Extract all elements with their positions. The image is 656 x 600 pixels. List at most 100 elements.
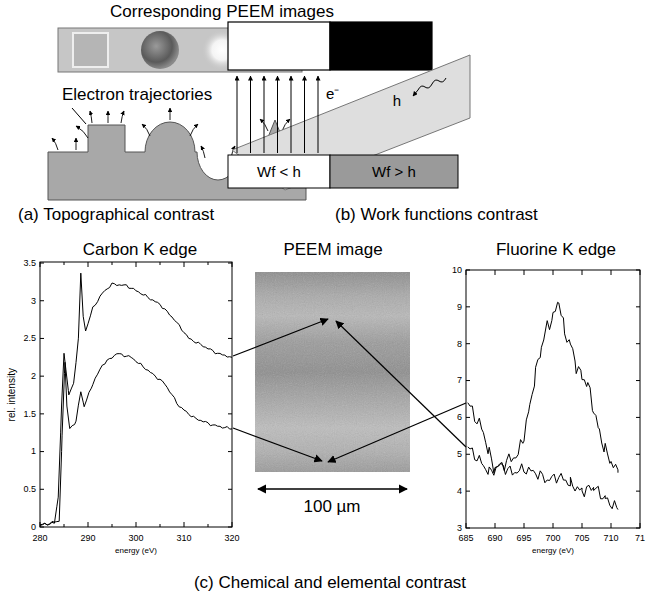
tick bbox=[636, 454, 640, 455]
tick-label: 3 bbox=[457, 523, 462, 533]
tick bbox=[228, 489, 232, 490]
tick bbox=[640, 523, 641, 528]
scale-bar bbox=[258, 488, 407, 489]
tick bbox=[466, 270, 467, 275]
tick-label: 3.5 bbox=[23, 258, 36, 268]
tick bbox=[232, 262, 233, 267]
tick bbox=[636, 269, 640, 270]
tick bbox=[582, 270, 583, 275]
callout-label: Electron trajectories bbox=[62, 85, 212, 105]
chart-title: Fluorine K edge bbox=[496, 240, 616, 260]
electron-arrow bbox=[277, 76, 278, 153]
spectrum-curve bbox=[468, 447, 618, 510]
tick bbox=[466, 380, 470, 381]
tick-label: 7 bbox=[457, 375, 462, 385]
tick bbox=[160, 524, 161, 527]
tick bbox=[466, 528, 470, 529]
electron-label: e⁻ bbox=[326, 85, 339, 102]
trajectory-arrow bbox=[121, 111, 124, 123]
electron-arrow bbox=[318, 76, 319, 153]
tick bbox=[636, 417, 640, 418]
tick bbox=[40, 338, 44, 339]
tick bbox=[40, 262, 41, 267]
trajectory-arrow bbox=[190, 124, 198, 136]
tick bbox=[184, 262, 185, 267]
carbon-spectra bbox=[40, 273, 232, 525]
tick bbox=[636, 380, 640, 381]
tick-label: 2 bbox=[31, 371, 36, 381]
tick bbox=[64, 262, 65, 265]
carbon-chart-ticks bbox=[40, 262, 232, 527]
tick bbox=[40, 527, 44, 528]
tick-label: 300 bbox=[128, 533, 143, 543]
tick bbox=[553, 523, 554, 528]
tick-label: 320 bbox=[224, 533, 239, 543]
electron-arrow bbox=[304, 76, 305, 153]
tick bbox=[466, 454, 470, 455]
tick bbox=[228, 338, 232, 339]
fluorine-chart-ticks bbox=[466, 270, 640, 528]
tick bbox=[466, 269, 470, 270]
work-function-sketch bbox=[228, 22, 470, 190]
tick-label: 5 bbox=[457, 449, 462, 459]
electron-arrow bbox=[237, 76, 238, 153]
tick-label: 4 bbox=[457, 486, 462, 496]
photon-label: h bbox=[393, 92, 401, 109]
tick bbox=[582, 523, 583, 528]
tick-label: 685 bbox=[458, 533, 473, 543]
tick-label: 3 bbox=[31, 296, 36, 306]
axis-title: energy (eV) bbox=[115, 546, 157, 555]
trajectory-arrow bbox=[142, 124, 150, 136]
tick bbox=[636, 491, 640, 492]
trajectory-arrow bbox=[201, 146, 205, 158]
tick-label: 0 bbox=[31, 522, 36, 532]
tick bbox=[466, 417, 470, 418]
fluorine-chart-frame bbox=[466, 270, 640, 528]
tick-label: 10 bbox=[452, 265, 462, 275]
tick bbox=[112, 262, 113, 265]
tick bbox=[88, 262, 89, 267]
tick bbox=[636, 306, 640, 307]
tick-label: 0.5 bbox=[23, 484, 36, 494]
trajectory-arrow bbox=[170, 108, 171, 120]
tick bbox=[611, 270, 612, 275]
tick-label: 290 bbox=[80, 533, 95, 543]
tick bbox=[88, 522, 89, 527]
tick bbox=[466, 306, 470, 307]
tick bbox=[466, 523, 467, 528]
electron-arrow bbox=[250, 76, 251, 153]
region-label: Wf > h bbox=[372, 163, 416, 180]
tick bbox=[40, 413, 44, 414]
panel-heading: Corresponding PEEM images bbox=[110, 2, 334, 22]
tick bbox=[40, 300, 44, 301]
tick-label: 1.5 bbox=[23, 409, 36, 419]
panel-caption: (b) Work functions contrast bbox=[335, 205, 538, 225]
tick bbox=[64, 524, 65, 527]
tick-label: 280 bbox=[32, 533, 47, 543]
tick bbox=[40, 489, 44, 490]
trajectory-arrow bbox=[52, 138, 58, 150]
tick-label: 690 bbox=[487, 533, 502, 543]
tick bbox=[228, 413, 232, 414]
tick bbox=[40, 376, 44, 377]
axis-title: energy (eV) bbox=[532, 546, 574, 555]
trajectory-arrow bbox=[90, 111, 92, 123]
panel-caption: (a) Topographical contrast bbox=[18, 205, 214, 225]
tick bbox=[553, 270, 554, 275]
tick bbox=[495, 270, 496, 275]
chart-title: Carbon K edge bbox=[83, 240, 197, 260]
spectrum-curve bbox=[40, 354, 232, 526]
tick bbox=[640, 270, 641, 275]
tick bbox=[160, 262, 161, 265]
tick bbox=[208, 262, 209, 265]
tick bbox=[228, 300, 232, 301]
tick-label: 710 bbox=[603, 533, 618, 543]
tick bbox=[228, 451, 232, 452]
tick-label: 8 bbox=[457, 339, 462, 349]
image-title: PEEM image bbox=[283, 240, 382, 260]
spectrum-curve bbox=[468, 302, 618, 473]
tick bbox=[184, 522, 185, 527]
electron-arrow bbox=[291, 76, 292, 153]
tick bbox=[208, 524, 209, 527]
